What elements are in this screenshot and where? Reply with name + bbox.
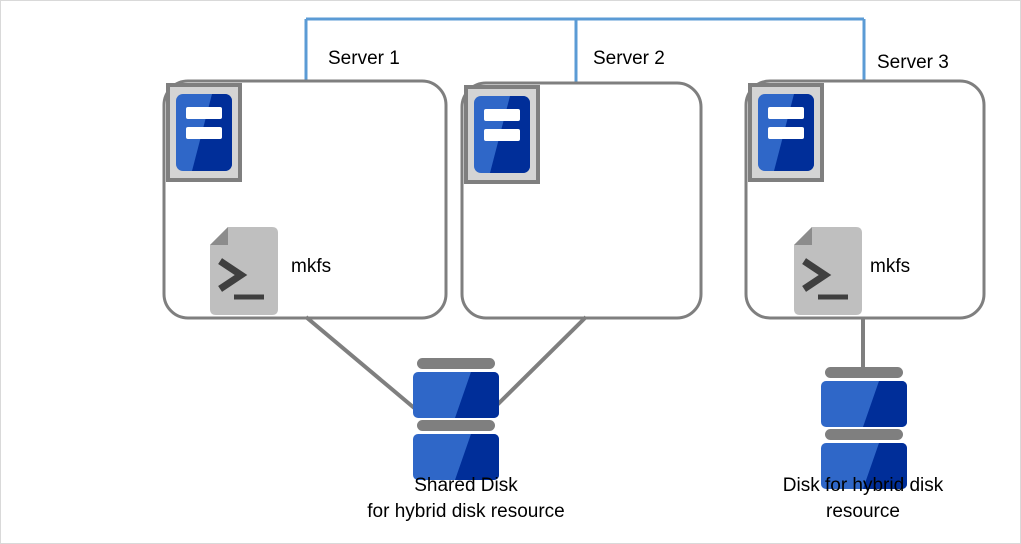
mkfs-label-server-3: mkfs	[870, 256, 911, 277]
server-label-server-1: Server 1	[328, 48, 400, 69]
server-icon-server-3	[750, 85, 822, 180]
server-label-server-3: Server 3	[877, 52, 949, 73]
server-icon-server-2	[466, 87, 538, 182]
mkfs-icon-server-1	[210, 227, 278, 315]
connector-server-1-to-shared-disk	[304, 315, 421, 414]
server-icon-server-1	[168, 85, 240, 180]
disk-caption-shared-disk: Shared Disk for hybrid disk resource	[306, 473, 626, 524]
server-label-server-2: Server 2	[593, 48, 665, 69]
disk-caption-line-2: for hybrid disk resource	[367, 500, 565, 522]
disk-icon-local-disk[interactable]	[821, 367, 907, 489]
disk-caption-line-2: resource	[826, 500, 900, 522]
mkfs-label-server-1: mkfs	[291, 256, 332, 277]
disk-caption-line-1: Shared Disk	[414, 475, 518, 496]
disk-icon-shared-disk[interactable]	[413, 358, 499, 480]
network-bus	[304, 17, 866, 83]
connector-server-2-to-shared-disk	[488, 315, 588, 414]
disk-caption-line-1: Disk for hybrid disk	[782, 475, 944, 496]
disk-caption-local-disk: Disk for hybrid disk resource	[743, 473, 983, 524]
mkfs-icon-server-3	[794, 227, 862, 315]
